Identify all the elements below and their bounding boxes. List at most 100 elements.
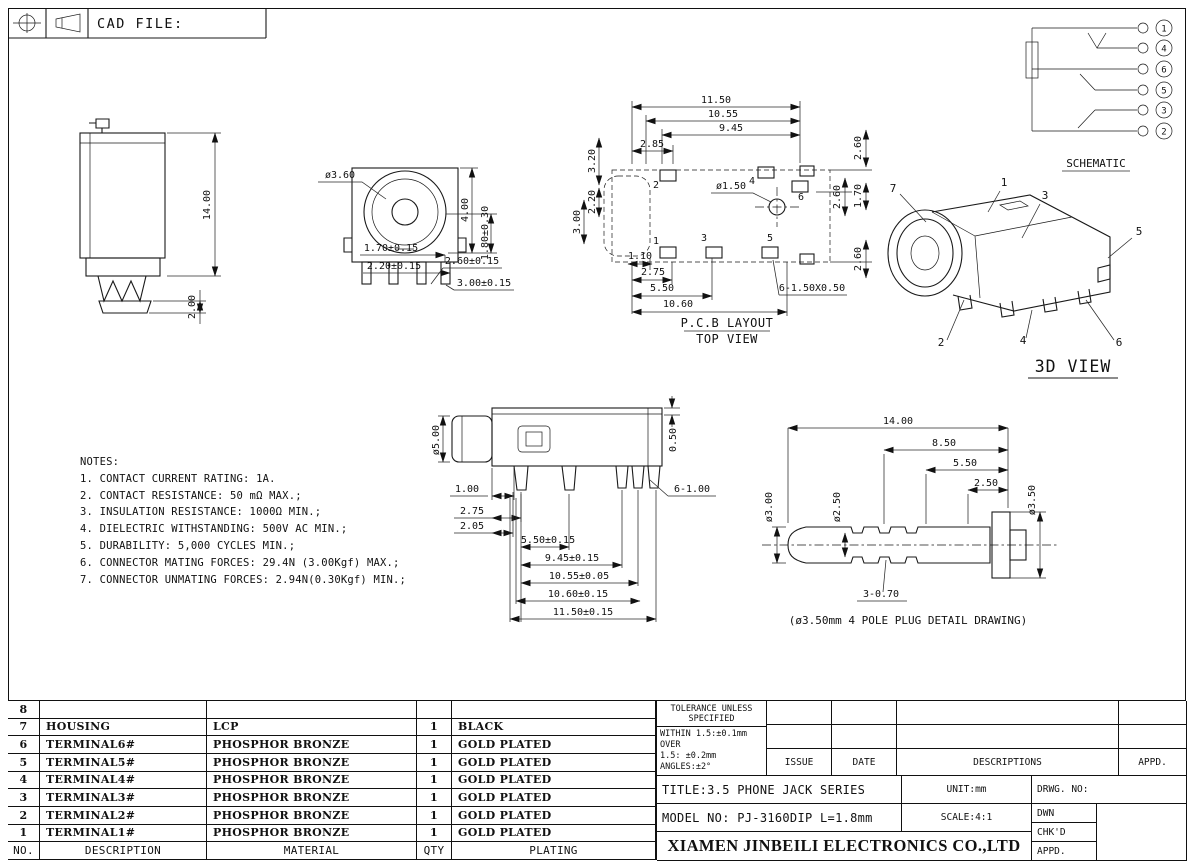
pad-number: 5: [767, 233, 773, 244]
bom-no: 6: [8, 736, 40, 753]
bom-header-description: DESCRIPTION: [40, 842, 207, 859]
pcb-top-view-label: TOP VIEW: [696, 332, 758, 346]
note-item: 7. CONNECTOR UNMATING FORCES: 2.94N(0.30…: [80, 573, 407, 586]
bom-qty: 1: [417, 806, 452, 824]
dim-label: 9.45±0.15: [545, 553, 599, 564]
revision-cell: [897, 701, 1119, 725]
dim-label: 10.55: [708, 109, 738, 120]
bom-material: PHOSPHOR BRONZE: [207, 824, 417, 842]
tolerance-title: TOLERANCE UNLESS SPECIFIED: [657, 701, 767, 727]
scale-field: SCALE:4:1: [902, 804, 1032, 832]
notes: NOTES: 1. CONTACT CURRENT RATING: 1A. 2.…: [80, 454, 406, 588]
dim-label: 1.70±0.15: [364, 243, 418, 254]
dim-label: 10.60±0.15: [548, 589, 608, 600]
dim-label: 2.00: [187, 295, 198, 319]
revision-cell: [832, 725, 897, 749]
dim-label: 5.50: [953, 458, 977, 469]
pad-number: 1: [653, 236, 659, 247]
bom-plating: GOLD PLATED: [452, 771, 656, 789]
bom-material: PHOSPHOR BRONZE: [207, 789, 417, 806]
bom-no: 7: [8, 718, 40, 736]
dim-label: 11.50±0.15: [553, 607, 613, 618]
model-number: MODEL NO: PJ-3160DIP L=1.8mm: [657, 804, 902, 832]
bom-plating: GOLD PLATED: [452, 824, 656, 842]
corner-box: CAD FILE:: [9, 9, 267, 39]
dim-label: 3.00±0.15: [457, 278, 511, 289]
bom-description: TERMINAL6#: [40, 736, 207, 753]
view-angle-cone-icon: [55, 13, 81, 33]
table-row: 1 TERMINAL1# PHOSPHOR BRONZE 1 GOLD PLAT…: [8, 824, 656, 843]
schematic-pin-number: 4: [1161, 45, 1166, 55]
revision-cell: [897, 725, 1119, 749]
table-header-row: NO. DESCRIPTION MATERIAL QTY PLATING: [8, 842, 656, 860]
descriptions-header: DESCRIPTIONS: [897, 749, 1119, 776]
dim-label: 2.60±0.15: [445, 256, 499, 267]
revision-cell: [767, 701, 832, 725]
issue-header: ISSUE: [767, 749, 832, 776]
callout-number: 5: [1136, 225, 1143, 238]
dim-label: 5.50: [650, 283, 674, 294]
revision-cell: [767, 725, 832, 749]
bom-header-plating: PLATING: [452, 842, 656, 859]
bom-header-material: MATERIAL: [207, 842, 417, 859]
dim-label: ø2.50: [832, 492, 843, 522]
bom-qty: 1: [417, 718, 452, 736]
dim-label: 2.20: [587, 190, 598, 214]
bom-qty: 1: [417, 771, 452, 789]
notes-title: NOTES:: [80, 456, 120, 468]
ring-note-label: 3-0.70: [863, 589, 899, 600]
bom-qty: 1: [417, 753, 452, 771]
dim-label: 14.00: [883, 416, 913, 427]
company-name: XIAMEN JINBEILI ELECTRONICS CO.,LTD: [657, 832, 1032, 861]
title-block: TOLERANCE UNLESS SPECIFIED WITHIN 1.5:±0…: [656, 700, 1187, 861]
dim-label: 11.50: [701, 95, 731, 106]
schematic-view: 1 4 6 5 3 2 SCHEMATIC: [1025, 19, 1173, 172]
chkd-label: CHK'D: [1032, 823, 1097, 842]
drawing-number-field: DRWG. NO:: [1032, 776, 1187, 804]
dim-label: 2.60: [853, 247, 864, 271]
callout-number: 2: [938, 336, 945, 349]
dim-label: 3.00: [572, 210, 583, 234]
table-row: 7 HOUSING LCP 1 BLACK: [8, 718, 656, 737]
bom-plating: GOLD PLATED: [452, 806, 656, 824]
bom-qty: 1: [417, 789, 452, 806]
dim-label: ø3.50: [1027, 485, 1038, 515]
bom-plating: GOLD PLATED: [452, 789, 656, 806]
plug-detail-view: 14.00 8.50 5.50 2.50 ø3.00 ø2.50 ø3.50 3…: [762, 416, 1058, 627]
unit-field: UNIT:mm: [902, 776, 1032, 804]
dim-label: 2.50: [974, 478, 998, 489]
bom-no: 1: [8, 824, 40, 842]
bom-plating: GOLD PLATED: [452, 753, 656, 771]
dim-label: 1.80±0.30: [480, 206, 491, 260]
dim-label: 5.50±0.15: [521, 535, 575, 546]
note-item: 5. DURABILITY: 5,000 CYCLES MIN.;: [80, 539, 296, 552]
table-row: 4 TERMINAL4# PHOSPHOR BRONZE 1 GOLD PLAT…: [8, 771, 656, 790]
bom-description: TERMINAL1#: [40, 824, 207, 842]
bom-plating: BLACK: [452, 718, 656, 736]
bom-description: TERMINAL5#: [40, 753, 207, 771]
callout-number: 3: [1042, 189, 1049, 202]
dim-label: 2.60: [853, 136, 864, 160]
dim-label: 1.00: [455, 484, 479, 495]
note-item: 4. DIELECTRIC WITHSTANDING: 500V AC MIN.…: [80, 523, 348, 536]
bom-header-no: NO.: [8, 842, 40, 859]
bom-qty: [417, 701, 452, 718]
revision-cell: [1119, 701, 1187, 725]
bom-material: [207, 701, 417, 718]
dim-label: 1.70: [853, 184, 864, 208]
appd-label: APPD.: [1032, 842, 1097, 861]
bom-material: PHOSPHOR BRONZE: [207, 753, 417, 771]
dim-label: ø5.00: [431, 425, 442, 455]
dim-label: 0.50: [668, 428, 679, 452]
schematic-pin-number: 3: [1161, 107, 1166, 117]
bom-header-qty: QTY: [417, 842, 452, 859]
schematic-pin-number: 5: [1161, 87, 1166, 97]
revision-cell: [832, 701, 897, 725]
bom-qty: 1: [417, 736, 452, 753]
bom-description: TERMINAL3#: [40, 789, 207, 806]
dim-label: 2.75: [641, 267, 665, 278]
pcb-layout-view: ø1.50 2 4 6 1 3 5 11.50 10.55 9.45 2.85 …: [572, 95, 872, 346]
note-item: 2. CONTACT RESISTANCE: 50 mΩ MAX.;: [80, 489, 302, 502]
